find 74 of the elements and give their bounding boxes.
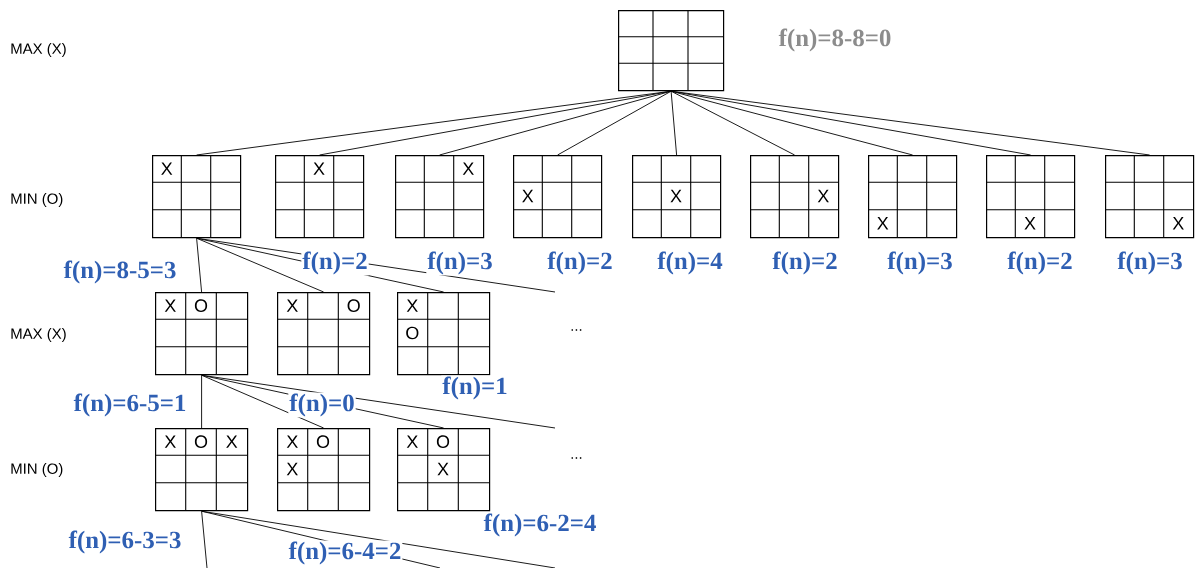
tree-line — [201, 374, 556, 429]
score-label: f(n)=2 — [771, 250, 839, 276]
score-label: f(n)=6-5=1 — [72, 392, 188, 418]
score-label: f(n)=3 — [886, 250, 954, 276]
board-mark: X — [286, 435, 298, 448]
board-mark: O — [194, 299, 208, 313]
board-grid — [631, 154, 722, 239]
score-label: f(n)=0 — [288, 392, 356, 418]
tree-line — [201, 510, 556, 568]
tree-line — [670, 90, 678, 156]
board-mark: X — [1024, 217, 1036, 230]
board-mark: X — [164, 435, 176, 448]
score-label: f(n)=6-3=3 — [67, 529, 183, 555]
tree-line — [196, 237, 325, 293]
board-mark: X — [286, 299, 298, 312]
board-grid — [154, 427, 249, 512]
board-grid — [276, 291, 371, 376]
board-grid — [1104, 154, 1195, 239]
tree-line — [201, 374, 203, 429]
board-mark: O — [347, 299, 360, 313]
board-mark: O — [194, 435, 208, 449]
board-grid — [394, 154, 485, 239]
board-grid — [512, 154, 603, 239]
level-label: MIN (O) — [11, 193, 63, 207]
board-mark: X — [877, 217, 889, 230]
board-grid — [154, 291, 249, 376]
tree-line — [670, 90, 796, 156]
board-mark: X — [164, 299, 176, 312]
board-mark: X — [817, 189, 829, 203]
tree-line — [557, 90, 672, 156]
score-label: f(n)=8-8=0 — [777, 27, 893, 53]
board-grid — [396, 291, 491, 376]
board-mark: X — [462, 162, 474, 175]
board-mark: X — [670, 189, 682, 203]
level-label: MAX (X) — [11, 43, 66, 57]
board-mark: X — [406, 435, 418, 448]
board-grid — [867, 154, 958, 239]
tree-line — [670, 90, 1151, 156]
board-mark: X — [286, 462, 298, 476]
score-label: f(n)=2 — [546, 250, 614, 276]
score-label: f(n)=3 — [426, 250, 494, 276]
board-grid — [151, 154, 242, 239]
board-mark: O — [436, 435, 450, 449]
tree-line — [201, 510, 208, 568]
score-label: f(n)=6-2=4 — [482, 512, 598, 538]
board-mark: X — [161, 162, 173, 175]
score-label: f(n)=8-5=3 — [62, 259, 178, 285]
tree-line — [201, 374, 325, 429]
board-grid — [985, 154, 1076, 239]
score-label: f(n)=6-4=2 — [287, 540, 403, 566]
board-mark: O — [406, 326, 419, 340]
board-mark: O — [316, 435, 330, 449]
board-mark: X — [437, 462, 449, 476]
board-grid — [276, 427, 371, 512]
board-grid — [749, 154, 840, 239]
board-grid — [396, 427, 491, 512]
level-label: MAX (X) — [11, 328, 66, 342]
board-mark: X — [522, 189, 534, 203]
level-label: ... — [571, 457, 582, 459]
board-mark: X — [1172, 217, 1184, 230]
level-label: MIN (O) — [11, 463, 63, 477]
score-label: f(n)=2 — [301, 250, 369, 276]
score-label: f(n)=1 — [441, 375, 509, 401]
score-label: f(n)=3 — [1116, 250, 1184, 276]
score-label: f(n)=4 — [656, 250, 724, 276]
board-mark: X — [226, 435, 238, 448]
tree-line — [196, 237, 203, 293]
board-grid — [274, 154, 365, 239]
score-label: f(n)=2 — [1006, 250, 1074, 276]
board-mark: X — [313, 162, 325, 175]
tree-line — [439, 90, 672, 156]
board-grid — [617, 9, 725, 92]
level-label: ... — [571, 329, 582, 331]
board-mark: X — [406, 299, 418, 312]
